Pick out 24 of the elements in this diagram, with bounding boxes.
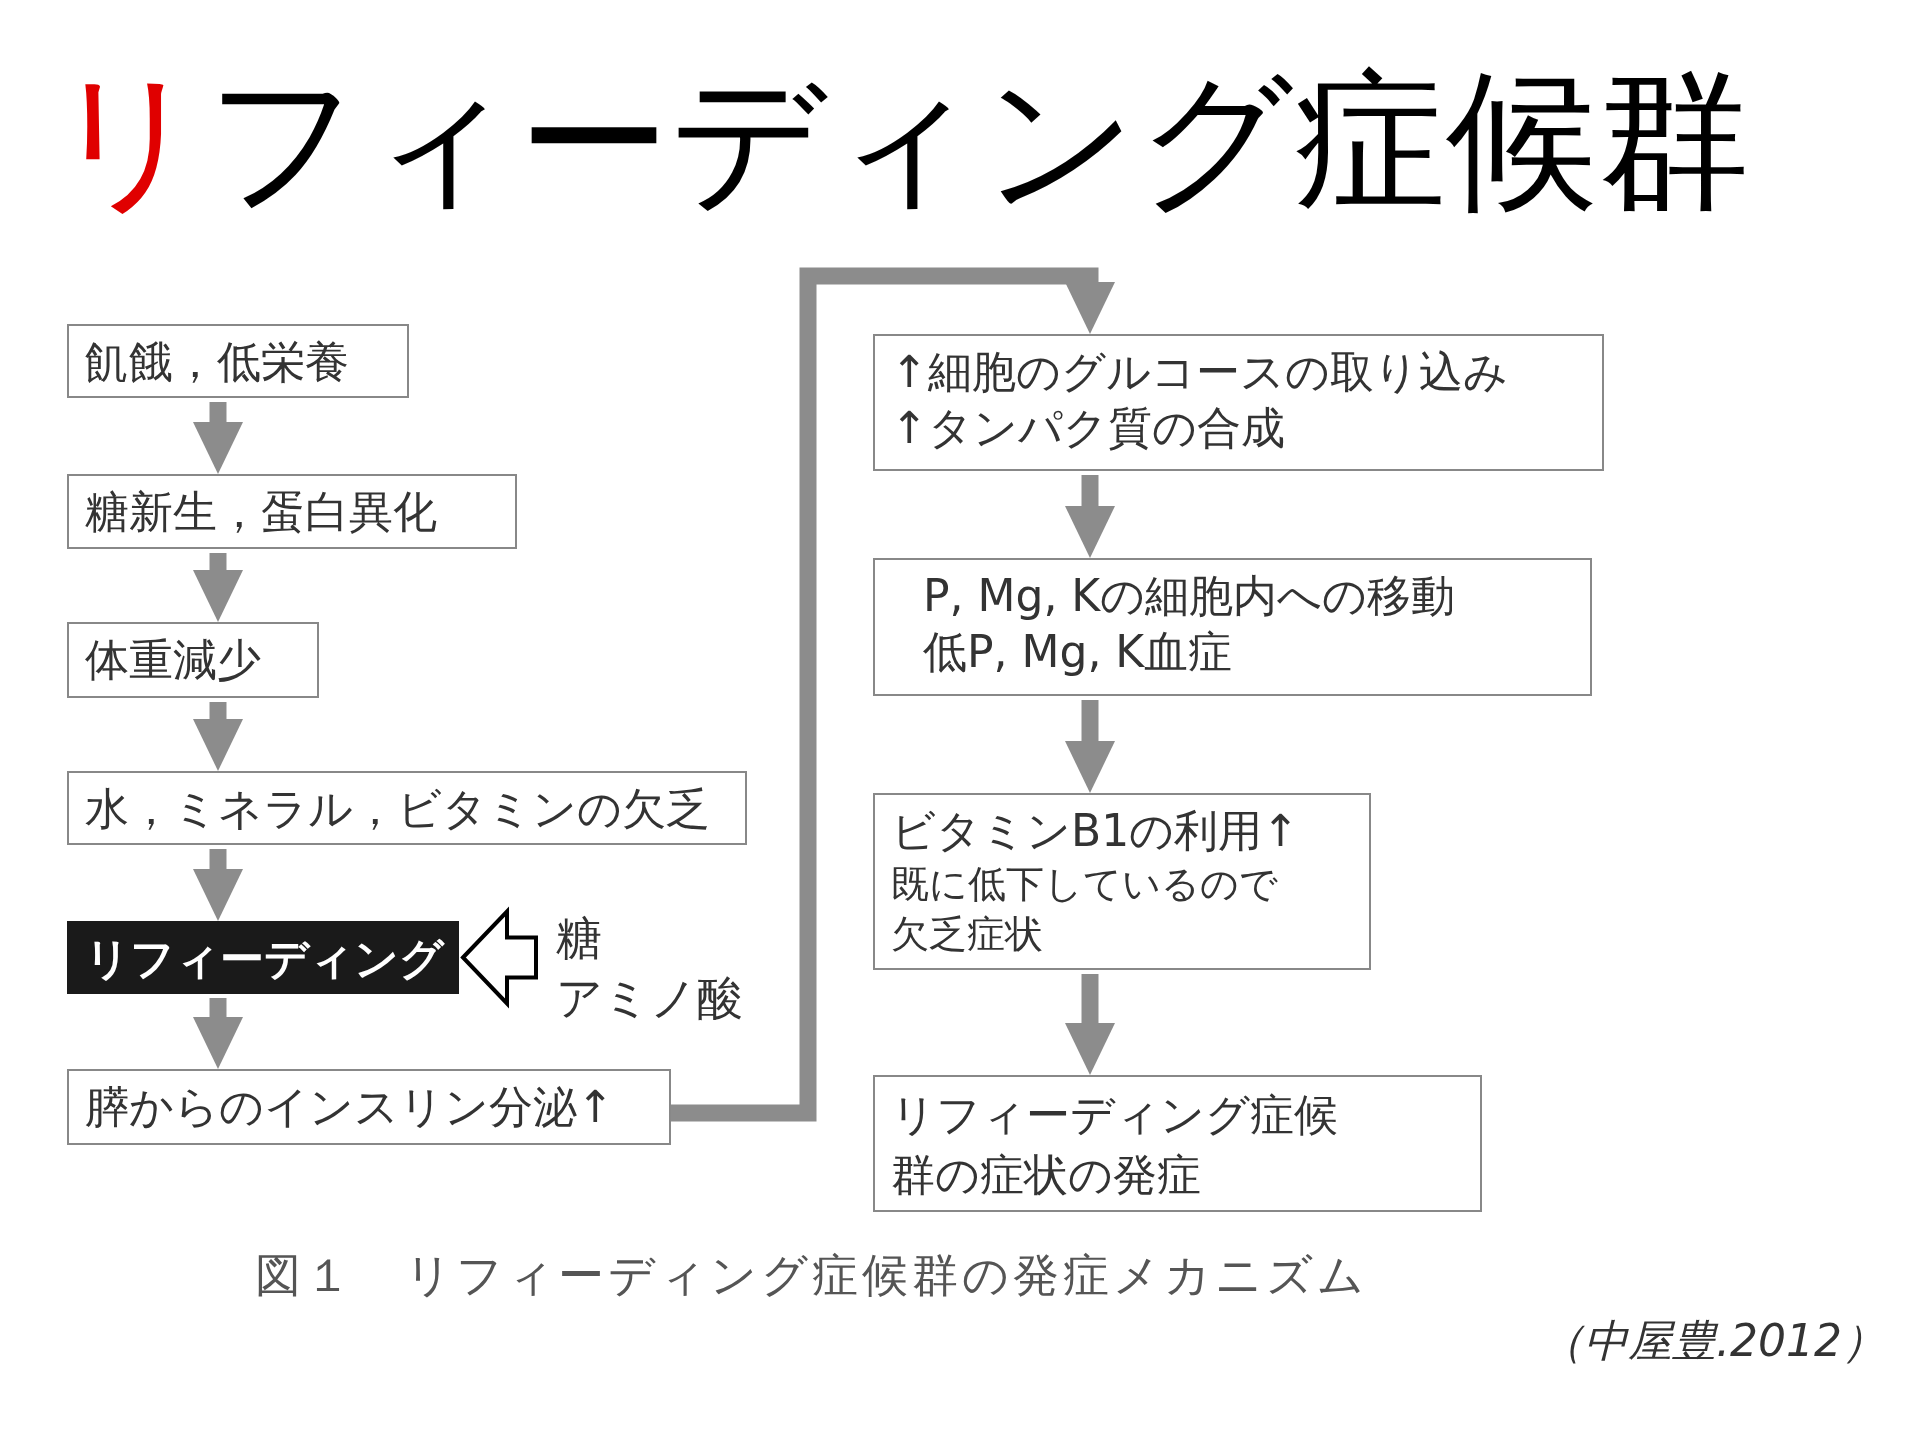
process-box: 体重減少 <box>67 622 319 698</box>
process-box: 糖新生，蛋白異化 <box>67 474 517 549</box>
nutrient-label: 糖 アミノ酸 <box>540 900 740 1020</box>
connector-arrow <box>671 267 1115 1122</box>
arrow <box>1065 475 1115 558</box>
process-box: ビタミンB1の利用↑ 既に低下しているので欠乏症状 <box>873 793 1371 970</box>
arrow <box>193 402 243 474</box>
arrow <box>193 553 243 622</box>
process-box: 水，ミネラル，ビタミンの欠乏 <box>67 771 747 845</box>
arrow <box>1065 700 1115 793</box>
arrow <box>1065 974 1115 1075</box>
process-box: ↑細胞のグルコースの取り込み ↑タンパク質の合成 <box>873 334 1604 471</box>
process-box: P, Mg, Kの細胞内への移動 低P, Mg, K血症 <box>873 558 1592 696</box>
citation-text: （中屋豊.2012） <box>1540 1314 1886 1368</box>
arrow <box>193 702 243 771</box>
arrow <box>193 849 243 921</box>
title: リフィーディング症候群 <box>50 51 1750 231</box>
highlighted-box: リフィーディング <box>67 921 459 994</box>
arrow <box>193 998 243 1069</box>
process-box: リフィーディング症候群の症状の発症 <box>873 1075 1482 1212</box>
figure-caption: 図１ リフィーディング症候群の発症メカニズム <box>255 1247 1368 1304</box>
process-box: 飢餓，低栄養 <box>67 324 409 398</box>
process-box: 膵からのインスリン分泌↑ <box>67 1069 671 1145</box>
hollow-arrow <box>460 906 538 1009</box>
